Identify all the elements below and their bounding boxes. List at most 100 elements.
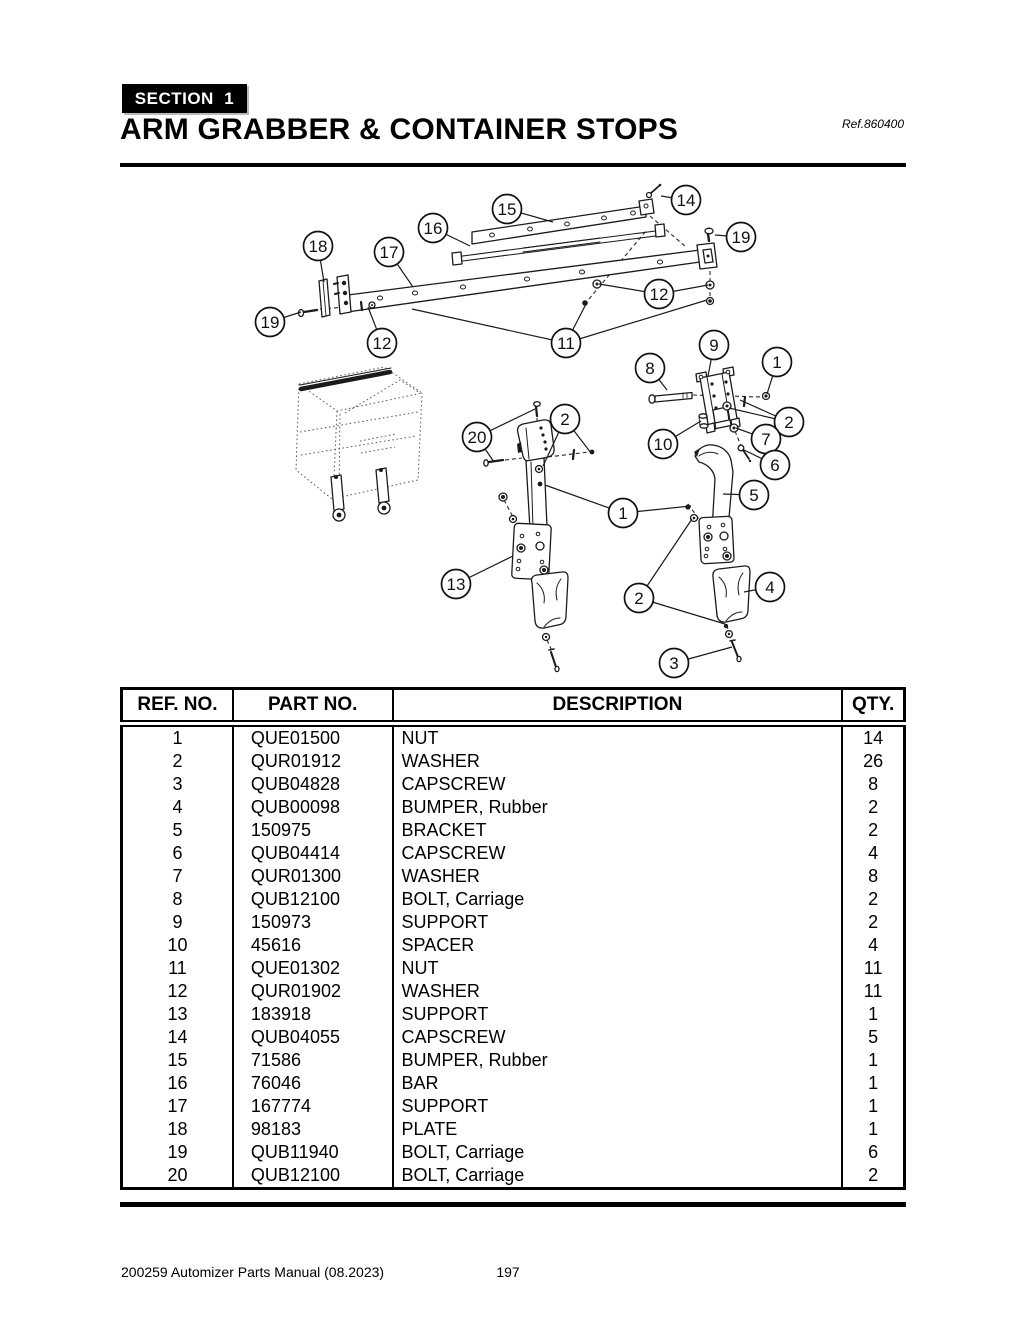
svg-text:1: 1 — [772, 353, 781, 372]
ref-no-cell: 18 — [120, 1118, 234, 1141]
part-no-cell: 150973 — [231, 911, 394, 934]
part-no-cell: QUB04828 — [231, 773, 394, 796]
callout-10: 10 — [647, 420, 702, 460]
qty-cell: 2 — [841, 819, 906, 842]
right-mount-plate — [685, 504, 735, 565]
svg-text:12: 12 — [650, 285, 669, 304]
ref-no-cell: 13 — [120, 1003, 234, 1026]
qty-cell: 2 — [841, 796, 906, 819]
rubber-bumper-4 — [712, 565, 751, 663]
part-no-cell: QUB04414 — [231, 842, 394, 865]
callout-3: 3 — [658, 646, 733, 679]
callout-17: 17 — [373, 236, 414, 288]
part-no-cell: 98183 — [231, 1118, 394, 1141]
callout-16: 16 — [417, 212, 471, 247]
section-badge: SECTION 1 — [122, 84, 247, 113]
svg-text:19: 19 — [732, 228, 751, 247]
svg-text:6: 6 — [770, 456, 779, 475]
qty-cell: 5 — [841, 1026, 906, 1049]
description-cell: WASHER — [391, 750, 844, 773]
left-mount-plate-13 — [511, 522, 552, 581]
svg-text:2: 2 — [634, 589, 643, 608]
callout-18: 18 — [302, 230, 334, 283]
cart-legs — [330, 467, 391, 522]
svg-text:17: 17 — [380, 243, 399, 262]
part-no-cell: QUR01300 — [231, 865, 394, 888]
callout-19: 19 — [254, 306, 302, 338]
plate-18 — [318, 278, 331, 318]
col-header-description: DESCRIPTION — [391, 688, 844, 727]
top-fasteners — [297, 183, 715, 318]
qty-cell: 2 — [841, 888, 906, 911]
ref-no-cell: 17 — [120, 1095, 234, 1118]
ref-number: Ref.860400 — [841, 117, 904, 131]
qty-cell: 1 — [841, 1095, 906, 1118]
svg-text:1: 1 — [618, 504, 627, 523]
svg-text:7: 7 — [761, 430, 770, 449]
svg-text:20: 20 — [468, 428, 487, 447]
qty-cell: 1 — [841, 1072, 906, 1095]
ghost-cart — [295, 366, 424, 522]
svg-text:13: 13 — [447, 575, 466, 594]
ref-no-cell: 19 — [120, 1141, 234, 1164]
callout-20: 20 — [461, 408, 536, 463]
description-cell: PLATE — [391, 1118, 844, 1141]
part-no-cell: 183918 — [231, 1003, 394, 1026]
ref-no-cell: 7 — [120, 865, 234, 888]
description-cell: NUT — [391, 957, 844, 980]
part-no-cell: QUE01500 — [231, 723, 394, 750]
bumper-bar-15 — [471, 198, 655, 245]
description-cell: CAPSCREW — [391, 1026, 844, 1049]
callout-2: 2 — [728, 399, 805, 438]
qty-cell: 14 — [841, 723, 906, 750]
description-cell: WASHER — [391, 980, 844, 1003]
qty-cell: 4 — [841, 934, 906, 957]
qty-cell: 26 — [841, 750, 906, 773]
part-no-cell: QUR01912 — [231, 750, 394, 773]
part-no-cell: QUB00098 — [231, 796, 394, 819]
callout-13: 13 — [440, 555, 514, 600]
col-header-ref-no: REF. NO. — [120, 688, 234, 727]
description-cell: BUMPER, Rubber — [391, 796, 844, 819]
svg-text:14: 14 — [677, 191, 696, 210]
ref-no-cell: 5 — [120, 819, 234, 842]
header-rule — [120, 163, 906, 167]
description-cell: WASHER — [391, 865, 844, 888]
qty-cell: 1 — [841, 1118, 906, 1141]
callout-1: 1 — [544, 484, 692, 529]
ref-no-cell: 14 — [120, 1026, 234, 1049]
support-bar-17 — [333, 249, 701, 315]
part-no-cell: QUB12100 — [231, 1164, 394, 1189]
qty-cell: 11 — [841, 980, 906, 1003]
description-cell: SUPPORT — [391, 1003, 844, 1026]
bracket-arm-5 — [694, 444, 734, 531]
support-9 — [695, 366, 741, 434]
callout-11: 11 — [411, 299, 708, 359]
svg-text:11: 11 — [557, 334, 575, 353]
bar-16 — [451, 223, 666, 266]
callout-6: 6 — [743, 449, 791, 481]
callout-12: 12 — [366, 306, 398, 359]
description-cell: SUPPORT — [391, 911, 844, 934]
part-no-cell: 76046 — [231, 1072, 394, 1095]
ref-no-cell: 9 — [120, 911, 234, 934]
callout-8: 8 — [634, 352, 668, 391]
part-no-cell: 150975 — [231, 819, 394, 842]
callout-2: 2 — [542, 403, 592, 467]
